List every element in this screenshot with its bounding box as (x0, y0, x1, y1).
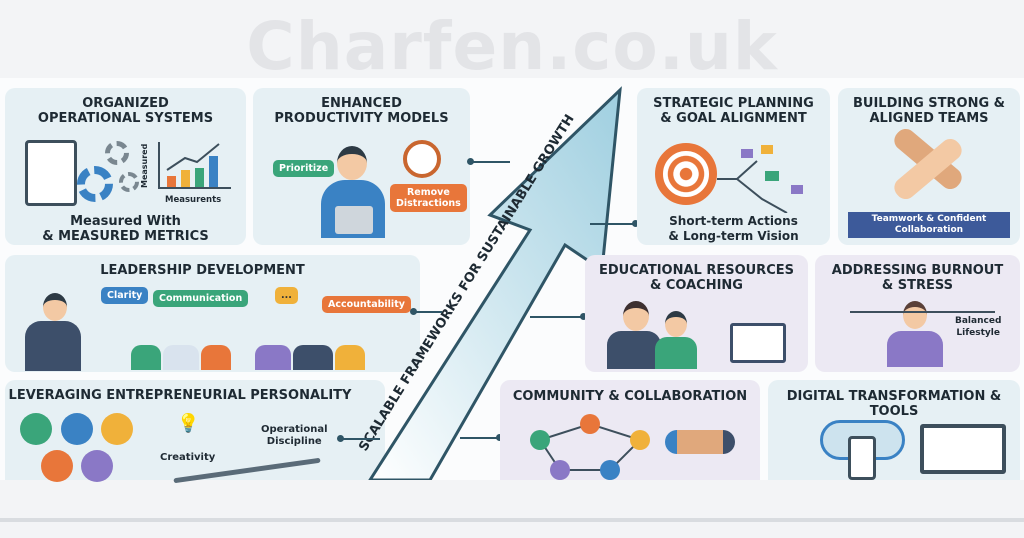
connector-dot (467, 158, 474, 165)
book-graduation-icon (730, 323, 786, 363)
bar-chart-icon (158, 142, 231, 189)
panel-caption: Short-term Actions& Long-term Vision (668, 214, 799, 243)
panel-caption: Measured With& MEASURED METRICS (42, 214, 209, 244)
connector (460, 437, 500, 439)
chart-y-label: Measured (140, 143, 149, 188)
lightbulb-badge-icon (20, 413, 52, 445)
panel-entrepreneurial-personality: LEVERAGING ENTREPRENEURIAL PERSONALITY 💡… (5, 380, 385, 484)
connector (412, 311, 442, 313)
connector-dot (580, 313, 587, 320)
target-icon (655, 143, 717, 205)
creativity-label: Creativity (160, 452, 216, 463)
connector (470, 161, 510, 163)
panel-title: DIGITAL TRANSFORMATION & TOOLS (786, 389, 1002, 419)
connector-dot (410, 308, 417, 315)
phone-chart-icon (848, 436, 876, 480)
bubble-communication: Communication (153, 290, 249, 307)
panel-digital-transformation: DIGITAL TRANSFORMATION & TOOLS (768, 380, 1020, 480)
growth-arrow (368, 86, 622, 480)
connector-dot (632, 220, 639, 227)
milestone-flags-icon (717, 145, 803, 213)
bubble-accountability: Accountability (322, 296, 411, 313)
bubble-ellipsis: ... (275, 287, 298, 304)
panel-leadership-development: LEADERSHIP DEVELOPMENT Clarity Communica… (5, 255, 420, 372)
connector-dot (337, 435, 344, 442)
connector (590, 223, 637, 225)
lightbulb-icon: 💡 (177, 413, 200, 434)
head-idea-badge-icon (41, 450, 73, 482)
chart-x-label: Measurents (165, 195, 222, 205)
scales-icon (850, 311, 995, 313)
panel-title: COMMUNITY & COLLABORATION (512, 389, 748, 404)
divider (0, 518, 1024, 522)
handshake-icon (665, 430, 735, 454)
clock-icon (403, 140, 441, 178)
brain-badge-icon (61, 413, 93, 445)
network-icon (530, 414, 650, 480)
connector (530, 316, 585, 318)
panel-title: STRATEGIC PLANNING& GOAL ALIGNMENT (653, 96, 814, 126)
panel-title: ADDRESSING BURNOUT& STRESS (831, 263, 1004, 293)
watermark: Charfen.co.uk (246, 8, 778, 85)
gear-badge-icon (81, 450, 113, 482)
checkmark-badge-icon (101, 413, 133, 445)
laptop-dashboard-icon (920, 424, 1006, 474)
connector (340, 438, 380, 440)
clipboard-icon (25, 140, 77, 206)
bubble-clarity: Clarity (101, 287, 149, 304)
bubble-prioritize: Prioritize (273, 160, 335, 177)
panel-title: BUILDING STRONG &ALIGNED TEAMS (853, 96, 1005, 126)
panel-title: LEADERSHIP DEVELOPMENT (100, 263, 305, 278)
panel-community-collaboration: COMMUNITY & COLLABORATION (500, 380, 760, 480)
panel-educational-resources: EDUCATIONAL RESOURCES& COACHING (585, 255, 808, 372)
connector-dot (496, 434, 503, 441)
panel-title: EDUCATIONAL RESOURCES& COACHING (599, 263, 794, 293)
panel-title: LEVERAGING ENTREPRENEURIAL PERSONALITY (8, 388, 352, 403)
panel-aligned-teams: BUILDING STRONG &ALIGNED TEAMS Teamwork … (838, 88, 1020, 245)
panel-strategic-planning: STRATEGIC PLANNING& GOAL ALIGNMENT Short… (637, 88, 830, 245)
